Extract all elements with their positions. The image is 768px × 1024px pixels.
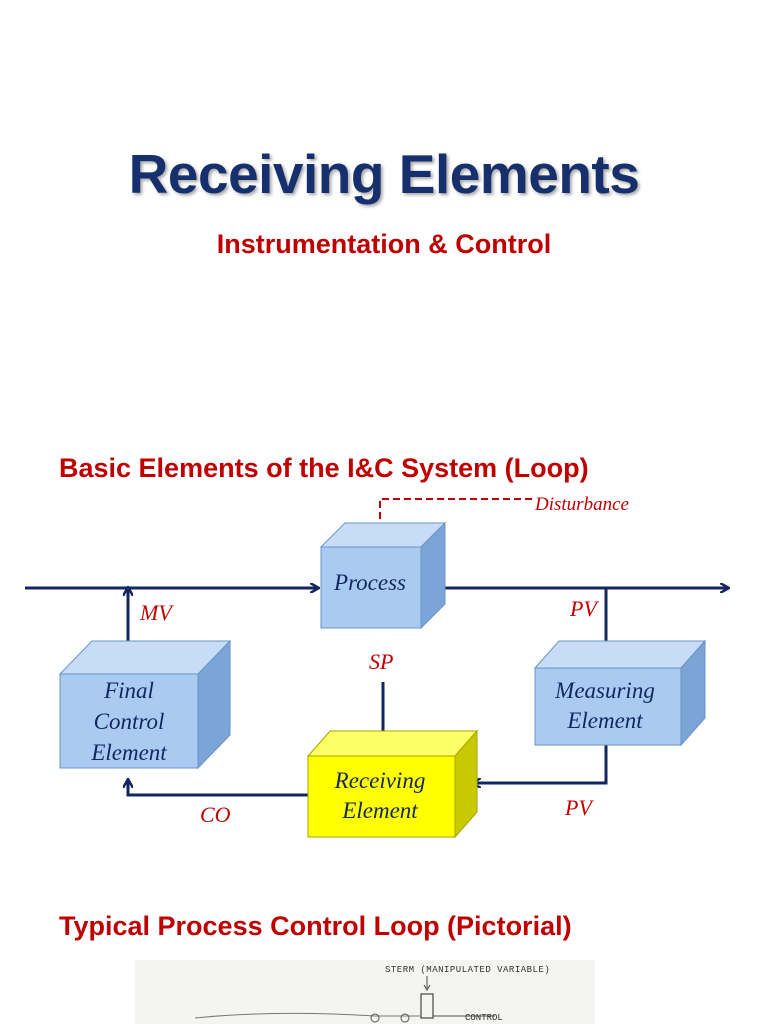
pictorial-caption-control: CONTROL: [465, 1013, 503, 1023]
pictorial-caption-top: STERM (MANIPULATED VARIABLE): [385, 965, 550, 975]
disturbance-arrow: [380, 498, 532, 534]
measuring-label-line1: Measuring: [554, 678, 655, 703]
final-control-label-line2: Control: [94, 709, 165, 734]
slide-title: Receiving Elements: [128, 143, 640, 205]
receiving-element-box: Receiving Element: [306, 729, 479, 839]
process-label: Process: [333, 570, 406, 595]
final-control-label-line1: Final: [103, 678, 154, 703]
sp-label: SP: [369, 649, 393, 674]
pv-return-arrow: [473, 745, 608, 783]
slide-subtitle: Instrumentation & Control: [216, 229, 552, 259]
pictorial-sketch: STERM (MANIPULATED VARIABLE) CONTROL: [135, 960, 595, 1024]
process-box: Process: [319, 521, 447, 630]
flow-lines: [25, 588, 728, 797]
final-control-element-box: Final Control Element: [58, 639, 232, 770]
final-control-label-line3: Element: [90, 740, 167, 765]
mv-label: MV: [139, 600, 174, 625]
co-arrow: [128, 780, 308, 797]
measuring-label-line2: Element: [566, 708, 643, 733]
receiving-label-line1: Receiving: [334, 768, 426, 793]
pv-top-label: PV: [569, 596, 599, 621]
pv-bottom-label: PV: [564, 795, 594, 820]
control-loop-diagram: Process Final Control Element Measuring …: [25, 494, 768, 839]
measuring-element-box: Measuring Element: [533, 639, 707, 747]
co-label: CO: [200, 802, 231, 827]
section-heading-basic-elements: Basic Elements of the I&C System (Loop): [59, 453, 589, 483]
receiving-label-line2: Element: [341, 798, 418, 823]
disturbance-label: Disturbance: [534, 494, 629, 515]
signal-labels: Disturbance MV PV SP PV CO: [139, 494, 629, 827]
section-heading-pictorial: Typical Process Control Loop (Pictorial): [59, 911, 572, 941]
